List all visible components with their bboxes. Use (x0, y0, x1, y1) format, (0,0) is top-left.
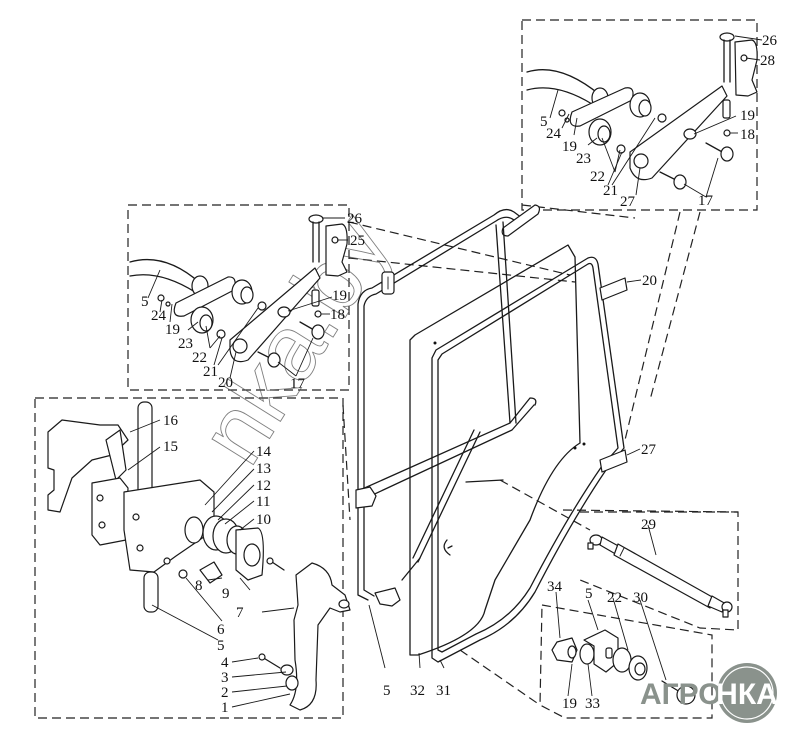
logo-circle-text: НКА (716, 678, 778, 711)
callout: 8 (195, 578, 203, 594)
projection-line (342, 404, 351, 521)
callout: 1 (221, 700, 229, 716)
door-frame-drawing (355, 204, 642, 669)
projection-line (521, 204, 636, 219)
box-strut-mount (539, 604, 713, 719)
callout: 12 (256, 478, 271, 494)
projection-line (562, 509, 739, 513)
callout: 22 (607, 590, 622, 606)
callout: 34 (547, 579, 563, 595)
gas-strut-drawing (587, 524, 733, 618)
callout: 29 (641, 517, 656, 533)
projection-line (348, 257, 576, 283)
callout: 2 (221, 685, 229, 701)
callout: 33 (585, 696, 600, 712)
callout: 23 (178, 336, 193, 352)
callout: 19 (332, 288, 347, 304)
callout: 5 (217, 638, 225, 654)
callout: 26 (347, 211, 363, 227)
callout: 31 (436, 683, 451, 699)
callout: 19 (562, 696, 577, 712)
projection-line (459, 649, 541, 706)
callout: 27 (620, 194, 636, 210)
callout: 19 (165, 322, 180, 338)
callout: 17 (698, 193, 714, 209)
projection-line (499, 479, 591, 531)
box-gas-strut (579, 511, 739, 631)
callout: 7 (236, 605, 244, 621)
callout: 19 (562, 139, 577, 155)
callout: 11 (256, 494, 270, 510)
callout: 5 (585, 586, 593, 602)
callout: 13 (256, 461, 271, 477)
callout: 4 (221, 655, 229, 671)
callout: 19 (740, 108, 755, 124)
callout: 25 (350, 233, 365, 249)
callout: 3 (221, 670, 229, 686)
callout: 21 (603, 183, 618, 199)
callout-labels: 26 28 5 24 19 23 22 21 27 19 18 17 26 25… (141, 33, 778, 716)
callout: 18 (330, 307, 345, 323)
callout: 6 (217, 622, 225, 638)
callout: 28 (760, 53, 775, 69)
box-mid-left-hinge (127, 204, 350, 391)
callout: 10 (256, 512, 271, 528)
projection-line (649, 211, 701, 401)
callout: 27 (641, 442, 657, 458)
group-boxes (34, 19, 758, 719)
logo-left-text: АГРО (640, 678, 722, 711)
callout: 15 (163, 439, 178, 455)
callout: 23 (576, 151, 591, 167)
projection-line (624, 211, 681, 441)
callout: 14 (256, 444, 272, 460)
logo-circle (717, 663, 777, 723)
callout: 24 (546, 126, 562, 142)
mid-left-hinge-drawing (129, 214, 348, 379)
callout: 20 (642, 273, 657, 289)
agronka-logo: АГРО НКА (640, 663, 778, 723)
top-right-hinge-drawing (526, 32, 763, 198)
watermark: nka.by (180, 197, 410, 481)
callout: 5 (141, 294, 149, 310)
box-top-right-hinge (521, 19, 758, 211)
callout: 30 (633, 590, 648, 606)
strut-mount-drawing (551, 591, 696, 705)
lock-assembly-drawing (47, 401, 351, 711)
callout: 17 (290, 376, 306, 392)
callout: 32 (410, 683, 425, 699)
callout: 5 (383, 683, 391, 699)
callout: 20 (218, 375, 233, 391)
callout: 26 (762, 33, 778, 49)
callout: 16 (163, 413, 179, 429)
callout: 9 (222, 586, 230, 602)
callout: 21 (203, 364, 218, 380)
callout: 22 (590, 169, 605, 185)
box-lock-assembly (34, 397, 344, 719)
callout: 18 (740, 127, 755, 143)
callout: 24 (151, 308, 167, 324)
callout: 22 (192, 350, 207, 366)
callout: 5 (540, 114, 548, 130)
